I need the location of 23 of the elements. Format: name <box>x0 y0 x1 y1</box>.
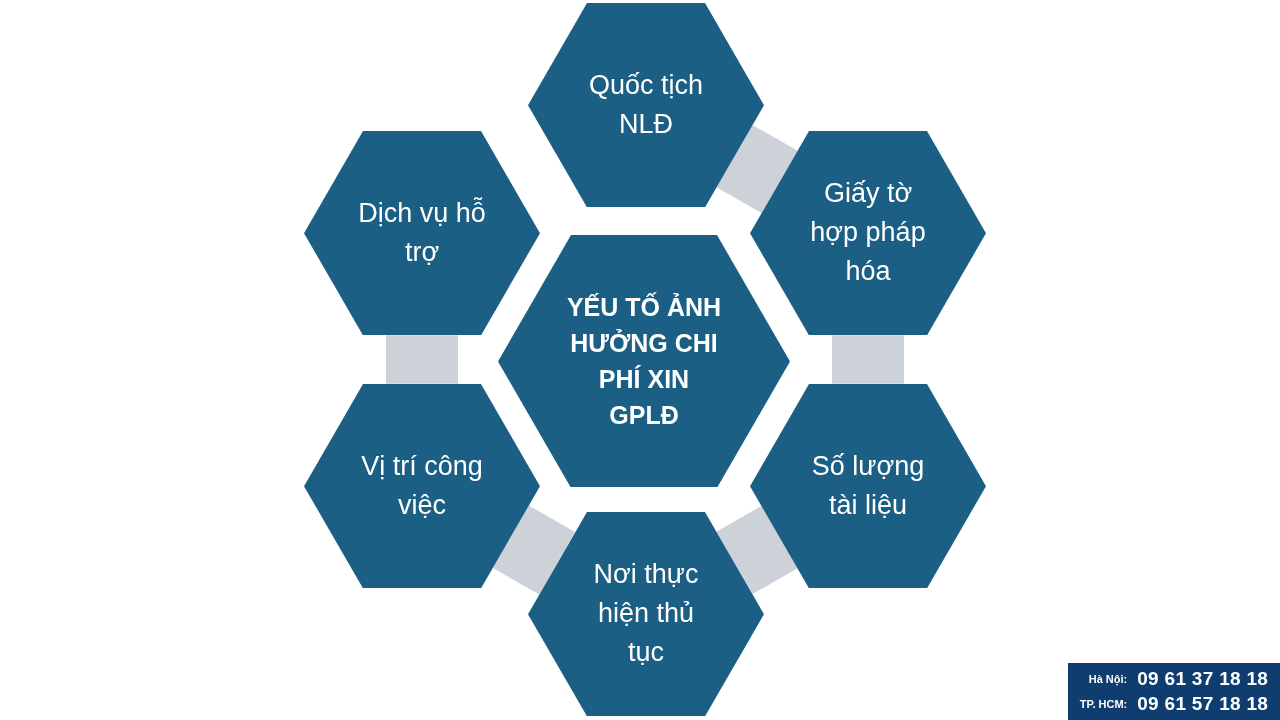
connector-band <box>492 505 576 595</box>
hexagon-label: Số lượng tài liệu <box>810 450 926 522</box>
hexagon-node <box>528 2 764 208</box>
hexagon-label: Quốc tịch NLĐ <box>587 69 705 141</box>
hexagon-label: Dịch vụ hỗ trợ <box>357 196 487 269</box>
connector-band <box>716 505 798 595</box>
city-label: TP. HCM: <box>1079 698 1128 710</box>
phone-number: 09 61 37 18 18 <box>1137 668 1269 690</box>
phone-number: 09 61 57 18 18 <box>1137 693 1269 715</box>
hexagon-label: Nơi thực hiện thủ tục <box>592 558 700 670</box>
hexagon-node <box>304 383 540 589</box>
central-hexagon <box>498 234 790 488</box>
hexagon-label: Vị trí công việc <box>360 450 484 522</box>
hexagon-node <box>750 130 986 336</box>
hexagon-label: Giấy tờ hợp pháp hóa <box>809 177 927 289</box>
hexagon-node <box>304 130 540 336</box>
connector-band <box>832 335 904 384</box>
central-title: YẾU TỐ ẢNH HƯỞNG CHI PHÍ XIN GPLĐ <box>565 291 723 431</box>
city-label: Hà Nội: <box>1087 673 1128 685</box>
hexagon-node <box>528 511 764 717</box>
connector-band <box>716 124 798 214</box>
connector-band <box>386 335 458 384</box>
hexagon-node <box>750 383 986 589</box>
